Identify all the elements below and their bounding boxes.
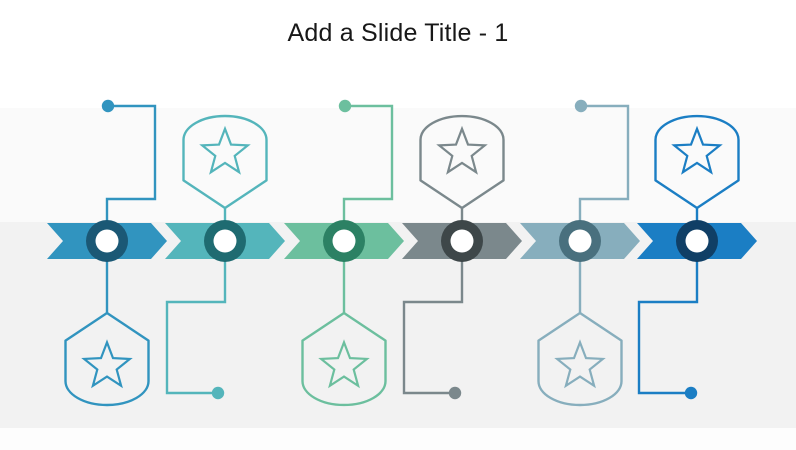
badge-5[interactable] — [537, 311, 623, 407]
connector-endpoint-dot-4 — [448, 386, 462, 400]
node-inner-dot-3 — [332, 229, 356, 253]
dot-connector-3 — [342, 104, 394, 227]
badge-shield-6 — [654, 114, 740, 210]
badge-layer — [64, 114, 740, 407]
badge-shield-5 — [537, 311, 623, 407]
dot-connector-4 — [402, 255, 464, 395]
star-icon-3 — [318, 339, 370, 389]
node-marker-1[interactable] — [86, 220, 128, 262]
node-marker-4[interactable] — [441, 220, 483, 262]
dot-connector-5 — [578, 104, 630, 227]
node-layer — [86, 220, 718, 262]
chevron-layer — [47, 223, 757, 259]
badge-2[interactable] — [182, 114, 268, 210]
badge-4[interactable] — [419, 114, 505, 210]
badge-6[interactable] — [654, 114, 740, 210]
badge-shield-3 — [301, 311, 387, 407]
badge-shield-1 — [64, 311, 150, 407]
connector-endpoint-dot-5 — [574, 99, 588, 113]
node-marker-2[interactable] — [204, 220, 246, 262]
badge-3[interactable] — [301, 311, 387, 407]
dot-connector-2 — [165, 255, 227, 395]
background-band-bottom — [0, 428, 796, 450]
star-icon-2 — [199, 125, 251, 175]
background-band-top — [0, 0, 796, 108]
connector-layer — [101, 99, 699, 400]
star-icon-6 — [671, 125, 723, 175]
star-icon-5 — [554, 339, 606, 389]
star-icon-1 — [81, 339, 133, 389]
connector-endpoint-dot-6 — [684, 386, 698, 400]
star-icon-4 — [436, 125, 488, 175]
connector-endpoint-dot-3 — [338, 99, 352, 113]
node-inner-dot-5 — [568, 229, 592, 253]
node-marker-5[interactable] — [559, 220, 601, 262]
badge-shield-4 — [419, 114, 505, 210]
badge-1[interactable] — [64, 311, 150, 407]
page-title: Add a Slide Title - 1 — [287, 19, 509, 47]
node-inner-dot-2 — [213, 229, 237, 253]
badge-shield-2 — [182, 114, 268, 210]
connector-endpoint-dot-2 — [211, 386, 225, 400]
dot-connector-6 — [637, 255, 699, 395]
connector-endpoint-dot-1 — [101, 99, 115, 113]
dot-connector-1 — [105, 104, 157, 227]
node-marker-6[interactable] — [676, 220, 718, 262]
node-inner-dot-6 — [685, 229, 709, 253]
node-inner-dot-4 — [450, 229, 474, 253]
node-marker-3[interactable] — [323, 220, 365, 262]
node-inner-dot-1 — [95, 229, 119, 253]
